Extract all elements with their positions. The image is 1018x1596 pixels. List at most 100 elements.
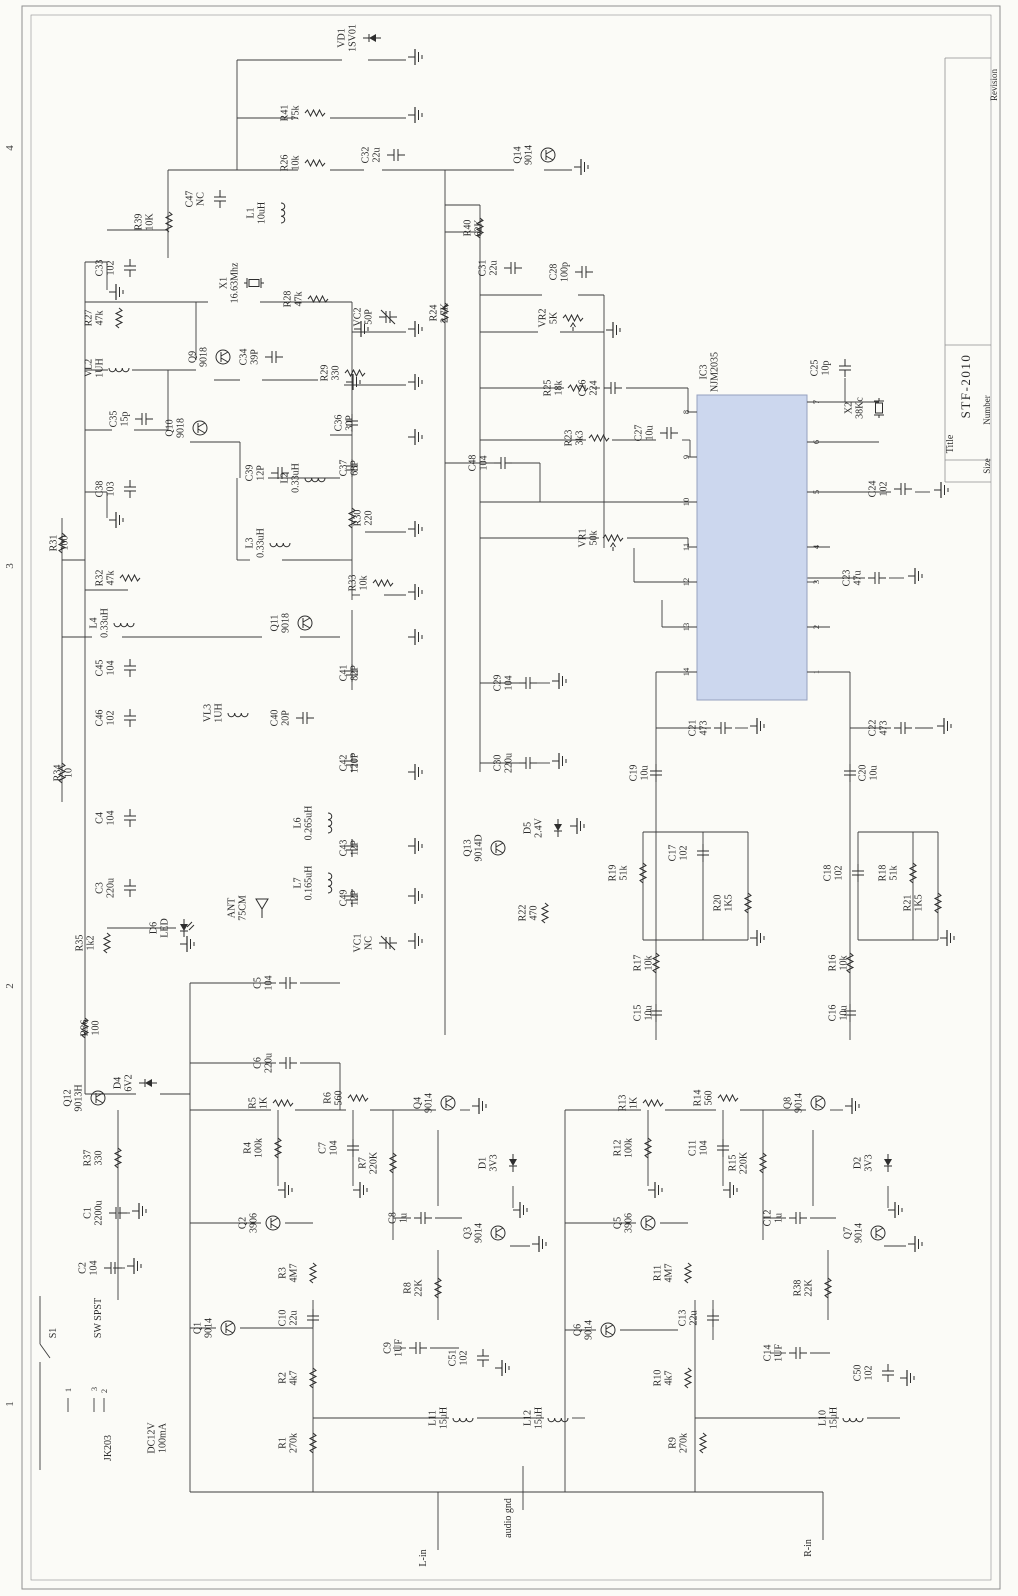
component-label-q13: Q13 9014D xyxy=(462,834,485,862)
component-label-r22: R22 470 xyxy=(517,904,540,922)
component-label-c9: C9 1UF xyxy=(382,1339,405,1357)
component-label-c43: C43 12P xyxy=(338,839,361,857)
component-label-l7: L7 0.165uH xyxy=(292,865,315,901)
component-label-r30: R30 220 xyxy=(352,509,375,527)
document-title: STF-2010 xyxy=(957,353,973,419)
component-label-r37: R37 330 xyxy=(82,1149,105,1167)
component-label-r36: R36 100 xyxy=(79,1019,102,1037)
component-label-r26: R26 10k xyxy=(279,154,302,172)
component-label-c48: C48 104 xyxy=(467,454,490,472)
component-label-c7: C7 104 xyxy=(317,1140,340,1156)
component-label-c10: C10 22u xyxy=(277,1309,300,1327)
sheet-zone-2: 2 xyxy=(3,983,16,989)
component-label-sw-spst: SW SPST xyxy=(92,1297,104,1339)
port-label-audio-gnd: audio gnd xyxy=(502,1498,514,1538)
component-label-c20: C20 10u xyxy=(857,764,880,782)
ic-pin-10: 10 xyxy=(680,497,691,507)
component-label-c22: C22 473 xyxy=(867,719,890,737)
component-label-r9: R9 270k xyxy=(667,1433,690,1453)
component-label-c39: C39 12P xyxy=(244,464,267,482)
component-label-r16: R16 10k xyxy=(827,954,850,972)
component-label-c1: C1 2200u xyxy=(82,1200,105,1226)
component-label-vr2: VR2 5K xyxy=(537,308,560,328)
component-label-c12: C12 1u xyxy=(762,1209,785,1227)
component-label-c13: C13 22u xyxy=(677,1309,700,1327)
component-label-x1: X1 16.63Mhz xyxy=(218,262,241,304)
component-label-c41: C41 82P xyxy=(338,664,361,682)
component-label-vr1: VR1 50k xyxy=(577,528,600,548)
connector-pin-1: 1 xyxy=(62,1387,73,1393)
component-label-r15: R15 220K xyxy=(727,1151,750,1175)
component-label-ant: ANT 75CM xyxy=(226,895,249,921)
component-label-r8: R8 22K xyxy=(402,1279,425,1297)
component-label-r31: R31 100 xyxy=(48,534,71,552)
revision-label: Revision xyxy=(988,68,999,102)
ic-pin-9: 9 xyxy=(680,454,691,460)
component-label-l6: L6 0.265uH xyxy=(292,805,315,841)
component-label-r7: R7 220K xyxy=(357,1151,380,1175)
component-label-c5: C5 104 xyxy=(252,975,275,991)
component-label-c24: C24 102 xyxy=(867,480,890,498)
sheet-zone-4: 4 xyxy=(3,145,16,151)
component-label-c3: C3 220u xyxy=(94,878,117,898)
component-label-l3: L3 0.33uH xyxy=(244,528,267,558)
component-label-c18: C18 102 xyxy=(822,864,845,882)
port-label-r-in: R-in xyxy=(802,1539,814,1557)
ic-pin-11: 11 xyxy=(680,542,691,552)
component-label-vd1: VD1 1SV01 xyxy=(336,24,359,52)
component-label-ic3: IC3 NJM2035 xyxy=(698,351,721,393)
component-label-r1: R1 270k xyxy=(277,1433,300,1453)
ic-pin-1: 1 xyxy=(810,669,821,675)
component-label-c45: C45 104 xyxy=(94,659,117,677)
component-label-c42: C42 120P xyxy=(338,752,361,774)
component-label-r11: R11 4M7 xyxy=(652,1263,675,1283)
component-label-q11: Q11 9018 xyxy=(269,613,292,633)
component-label-r33: R33 10k xyxy=(347,574,370,592)
component-label-r13: R13 1K xyxy=(617,1094,640,1112)
component-label-l1: L1 10uH xyxy=(245,201,268,225)
component-label-r40: R40 62K xyxy=(462,219,485,237)
component-label-c19: C19 10u xyxy=(628,764,651,782)
ic-pin-8: 8 xyxy=(680,409,691,415)
sheet-zone-3: 3 xyxy=(3,563,16,569)
component-label-r21: R21 1K5 xyxy=(902,894,925,912)
component-label-c26: C26 224 xyxy=(577,379,600,397)
component-label-c30: C30 220u xyxy=(492,753,515,773)
ic-pin-2: 2 xyxy=(810,624,821,630)
ic-pin-7: 7 xyxy=(810,399,821,405)
component-label-r34: R34 10 xyxy=(52,764,75,782)
component-label-r25: R25 18k xyxy=(542,379,565,397)
component-label-q12: Q12 9013H xyxy=(62,1084,85,1112)
component-label-c21: C21 473 xyxy=(687,719,710,737)
component-label-l4: L4 0.33uH xyxy=(88,608,111,638)
component-label-l10: L10 15uH xyxy=(817,1406,840,1430)
component-label-c15: C15 10u xyxy=(632,1004,655,1022)
component-label-c50: C50 102 xyxy=(852,1364,875,1382)
component-label-c16: C16 10u xyxy=(827,1004,850,1022)
component-label-r38: R38 22K xyxy=(792,1279,815,1297)
component-label-c40: C40 20P xyxy=(269,709,292,727)
component-label-d1: D1 3V3 xyxy=(477,1154,500,1172)
component-label-s1: S1 xyxy=(47,1327,59,1339)
component-label-vc1: VC1 NC xyxy=(352,933,375,953)
connector-pin-2: 2 xyxy=(98,1388,109,1394)
component-label-c51: C51 102 xyxy=(447,1349,470,1367)
component-label-r19: R19 51k xyxy=(607,864,630,882)
component-label-r29: R29 330 xyxy=(319,364,342,382)
component-label-c4: C4 104 xyxy=(94,810,117,826)
component-label-q5: Q5 3906 xyxy=(612,1213,635,1233)
component-label-r27: R27 47k xyxy=(83,309,106,327)
component-label-c29: C29 104 xyxy=(492,674,515,692)
ic-pin-4: 4 xyxy=(810,544,821,550)
ic-pin-5: 5 xyxy=(810,489,821,495)
component-label-c17: C17 102 xyxy=(667,844,690,862)
component-label-q1: Q1 9014 xyxy=(192,1318,215,1338)
component-label-c11: C11 104 xyxy=(687,1139,710,1157)
component-label-c28: C28 100p xyxy=(548,262,571,282)
component-label-r32: R32 47k xyxy=(94,569,117,587)
component-label-d6: D6 LED xyxy=(148,918,171,938)
component-label-c2: C2 104 xyxy=(77,1260,100,1276)
component-label-c33: C33 102 xyxy=(94,259,117,277)
component-label-r20: R20 1K5 xyxy=(712,894,735,912)
